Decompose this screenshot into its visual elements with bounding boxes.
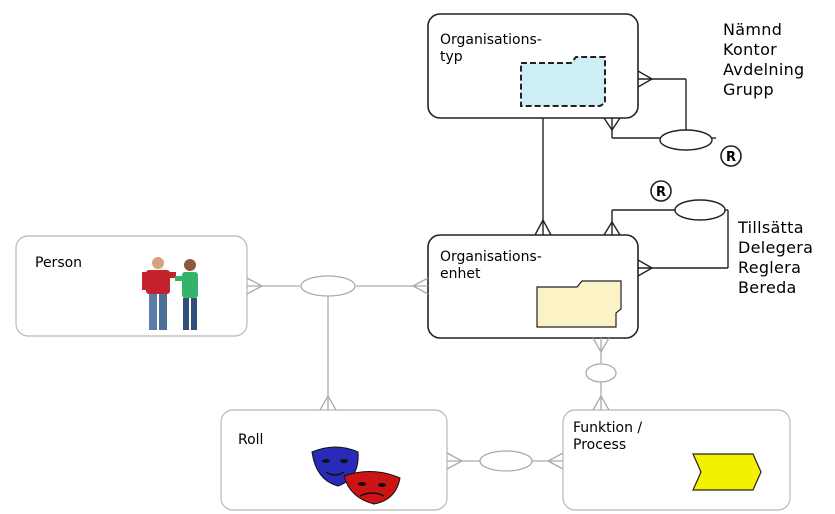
- r-marker-top-label: R: [726, 150, 736, 165]
- organisationstyp-title: Organisations- typ: [440, 32, 542, 65]
- typ-enhet-relation: [534, 118, 552, 236]
- person-enhet-roll-node: [300, 275, 356, 297]
- people-icon: [142, 257, 198, 330]
- process-chevron-icon: [692, 453, 762, 491]
- enhet-funktion-relation: [592, 337, 610, 411]
- r-marker-mid: [650, 180, 672, 202]
- theatre-masks-icon: [311, 446, 401, 505]
- roll-funktion-relation: [446, 452, 564, 470]
- typ-self-relation-node: [659, 129, 713, 151]
- enhet-self-relation-node: [674, 199, 726, 221]
- enhet-funktion-node: [585, 363, 617, 383]
- person-box[interactable]: [15, 235, 248, 337]
- enhet-relations-note: Tillsätta Delegera Reglera Bereda: [738, 218, 814, 297]
- organisationsenhet-title: Organisations- enhet: [440, 249, 542, 282]
- enhet-self-relation: [603, 209, 729, 277]
- person-enhet-roll-relation: [246, 277, 429, 411]
- roll-title: Roll: [238, 432, 264, 448]
- r-marker-mid-label: R: [656, 185, 666, 200]
- organisationstyp-icon: [520, 56, 606, 107]
- roll-funktion-node: [479, 450, 533, 472]
- r-marker-top: [720, 145, 742, 167]
- funktion-process-title: Funktion / Process: [573, 420, 643, 453]
- organisationsenhet-icon: [536, 280, 622, 328]
- person-title: Person: [35, 255, 83, 271]
- typ-levels-note: Nämnd Kontor Avdelning Grupp: [723, 20, 805, 99]
- typ-self-relation: [603, 70, 716, 139]
